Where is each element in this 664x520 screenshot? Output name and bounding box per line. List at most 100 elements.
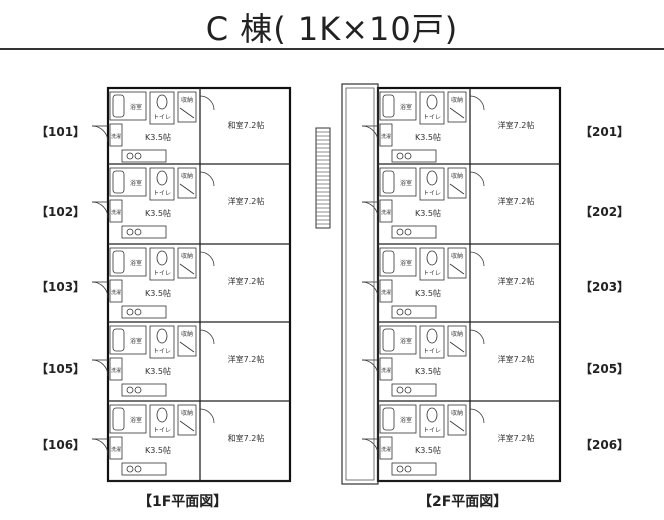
room-door	[199, 171, 215, 187]
bath-room	[379, 325, 417, 355]
room-label-201: 【201】	[580, 125, 630, 139]
storage-label: 収納	[451, 330, 463, 338]
washer-label: 洗濯	[381, 133, 391, 140]
corridor-inner	[345, 87, 375, 481]
storage-closet	[177, 91, 197, 123]
storage-closet	[177, 325, 197, 357]
stove-icon	[404, 465, 412, 473]
kitchen-label: K3.5帖	[415, 132, 441, 142]
main-room-label: 洋室7.2帖	[228, 276, 265, 286]
stove-icon	[404, 152, 412, 160]
stove-icon	[396, 308, 404, 316]
storage-closet	[447, 404, 467, 436]
washer-label: 洗濯	[111, 133, 121, 140]
stove-icon	[134, 308, 142, 316]
washer-area	[379, 123, 393, 147]
toilet-label: トイレ	[153, 270, 171, 277]
stove-icon	[404, 228, 412, 236]
washer-label: 洗濯	[381, 289, 391, 296]
entrance-door	[91, 125, 109, 143]
storage-closet	[447, 325, 467, 357]
toilet-label: トイレ	[423, 270, 441, 277]
toilet-label: トイレ	[153, 427, 171, 434]
main-room-label: 洋室7.2帖	[498, 196, 535, 206]
stove-icon	[126, 308, 134, 316]
main-room-label: 洋室7.2帖	[498, 354, 535, 364]
kitchen-label: K3.5帖	[145, 132, 171, 142]
storage-closet	[447, 247, 467, 279]
room-label-101: 【101】	[36, 125, 86, 139]
storage-door	[179, 263, 195, 275]
storage-label: 収納	[181, 96, 193, 104]
entrance-door	[361, 359, 379, 377]
kitchen-label: K3.5帖	[145, 366, 171, 376]
stove-icon	[126, 465, 134, 473]
storage-door	[179, 420, 195, 432]
bathtub-icon	[382, 328, 395, 352]
toilet-room	[419, 167, 445, 201]
main-room-label: 和室7.2帖	[228, 433, 265, 443]
stove-icon	[396, 386, 404, 394]
kitchen-counter	[121, 305, 167, 319]
entrance-door	[91, 201, 109, 219]
toilet-room	[149, 325, 175, 359]
staircase	[315, 127, 331, 229]
bath-label: 浴室	[130, 179, 142, 187]
storage-label: 収納	[181, 409, 193, 417]
stove-icon	[404, 308, 412, 316]
toilet-icon	[156, 94, 168, 110]
toilet-room	[419, 325, 445, 359]
bathtub-icon	[112, 407, 125, 431]
bath-label: 浴室	[400, 416, 412, 424]
storage-closet	[447, 91, 467, 123]
room-label-206: 【206】	[580, 438, 630, 452]
page-title: C 棟( 1K×10戸)	[205, 10, 459, 48]
room-door	[469, 408, 485, 424]
bath-label: 浴室	[400, 103, 412, 111]
washer-area	[379, 357, 393, 381]
washer-label: 洗濯	[381, 209, 391, 216]
kitchen-label: K3.5帖	[415, 288, 441, 298]
corridor	[341, 83, 379, 485]
stove-icon	[396, 152, 404, 160]
kitchen-counter	[391, 462, 437, 476]
toilet-label: トイレ	[423, 348, 441, 355]
bath-label: 浴室	[400, 337, 412, 345]
toilet-icon	[426, 328, 438, 344]
room-door	[469, 171, 485, 187]
entrance-door	[361, 201, 379, 219]
room-door	[199, 408, 215, 424]
floor-label-1f: 【1F平面図】	[138, 494, 228, 510]
kitchen-label: K3.5帖	[415, 366, 441, 376]
stove-icon	[134, 386, 142, 394]
storage-door	[449, 263, 465, 275]
bath-room	[109, 325, 147, 355]
entrance-door	[361, 125, 379, 143]
toilet-label: トイレ	[423, 114, 441, 121]
kitchen-counter	[391, 383, 437, 397]
room-door	[469, 329, 485, 345]
room-label-106: 【106】	[36, 438, 86, 452]
washer-label: 洗濯	[111, 209, 121, 216]
kitchen-label: K3.5帖	[415, 445, 441, 455]
room-door	[199, 251, 215, 267]
stove-icon	[134, 465, 142, 473]
storage-label: 収納	[181, 330, 193, 338]
kitchen-counter	[121, 462, 167, 476]
toilet-icon	[426, 407, 438, 423]
storage-closet	[447, 167, 467, 199]
storage-label: 収納	[451, 172, 463, 180]
washer-area	[379, 279, 393, 303]
room-label-102: 【102】	[36, 205, 86, 219]
room-door	[469, 95, 485, 111]
washer-label: 洗濯	[381, 446, 391, 453]
storage-closet	[177, 404, 197, 436]
bath-room	[379, 247, 417, 277]
storage-closet	[177, 167, 197, 199]
bath-room	[379, 404, 417, 434]
kitchen-label: K3.5帖	[145, 445, 171, 455]
bath-label: 浴室	[400, 179, 412, 187]
storage-door	[449, 341, 465, 353]
stair-outline	[315, 127, 331, 229]
